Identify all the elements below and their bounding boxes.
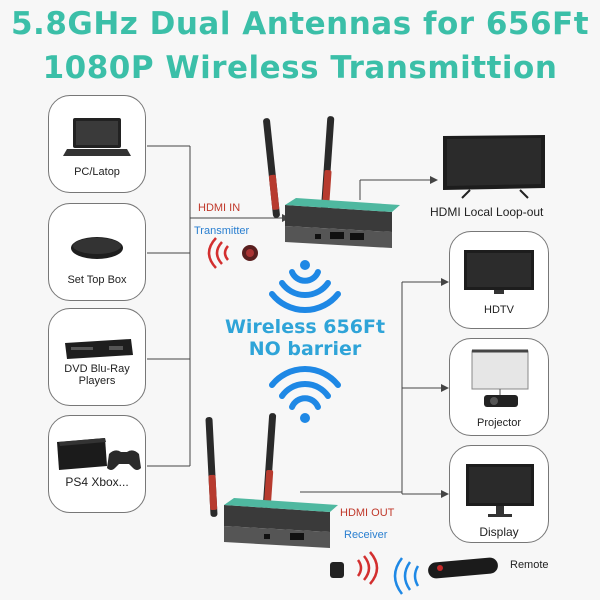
wireless-range-line2: NO barrier [248, 338, 362, 360]
wireless-range-line1: Wireless 656Ft [224, 316, 386, 338]
transmitter-device [207, 116, 400, 269]
source-label-pc: PC/Latop [74, 166, 120, 178]
wifi-icon-transmit [269, 260, 341, 313]
projector-icon [471, 349, 529, 407]
output-card-projector: Projector [449, 338, 549, 436]
dvd-player-icon [65, 339, 133, 359]
receiver-device [205, 413, 379, 585]
loopout-tv-icon [443, 135, 545, 199]
output-label-display: Display [479, 525, 519, 539]
tv-icon [464, 250, 534, 294]
receiver-label: Receiver [344, 529, 388, 541]
source-label-dvd-line2: Players [78, 375, 116, 387]
output-card-hdtv: HDTV [449, 231, 549, 329]
headline-line-2: 1080P Wireless Transmittion [42, 50, 558, 86]
laptop-icon [63, 118, 131, 156]
output-label-projector: Projector [476, 417, 522, 429]
output-connectors [300, 278, 449, 498]
headline-line-1: 5.8GHz Dual Antennas for 656Ft [10, 6, 590, 42]
loopout-connector [359, 176, 438, 200]
game-console-icon [57, 438, 141, 470]
monitor-icon [466, 464, 534, 517]
remote-icon [393, 557, 498, 595]
output-label-hdtv: HDTV [484, 304, 514, 316]
source-card-dvd: DVD Blu-Ray Players [48, 308, 146, 406]
source-label-dvd-line1: DVD Blu-Ray [64, 363, 130, 375]
loopout-label: HDMI Local Loop-out [430, 205, 544, 219]
wifi-icon-receive [269, 366, 341, 423]
source-card-pc: PC/Latop [48, 95, 146, 193]
source-card-console: PS4 Xbox... [48, 415, 146, 513]
transmitter-label: Transmitter [194, 225, 250, 237]
source-label-console: PS4 Xbox... [65, 475, 129, 489]
source-card-settop: Set Top Box [48, 203, 146, 301]
remote-label: Remote [510, 559, 549, 571]
set-top-box-icon [71, 237, 123, 259]
output-card-display: Display [449, 445, 549, 543]
source-label-settop: Set Top Box [67, 274, 127, 286]
source-connectors [147, 145, 290, 467]
hdmi-out-label: HDMI OUT [340, 507, 395, 519]
hdmi-in-label: HDMI IN [198, 202, 241, 214]
